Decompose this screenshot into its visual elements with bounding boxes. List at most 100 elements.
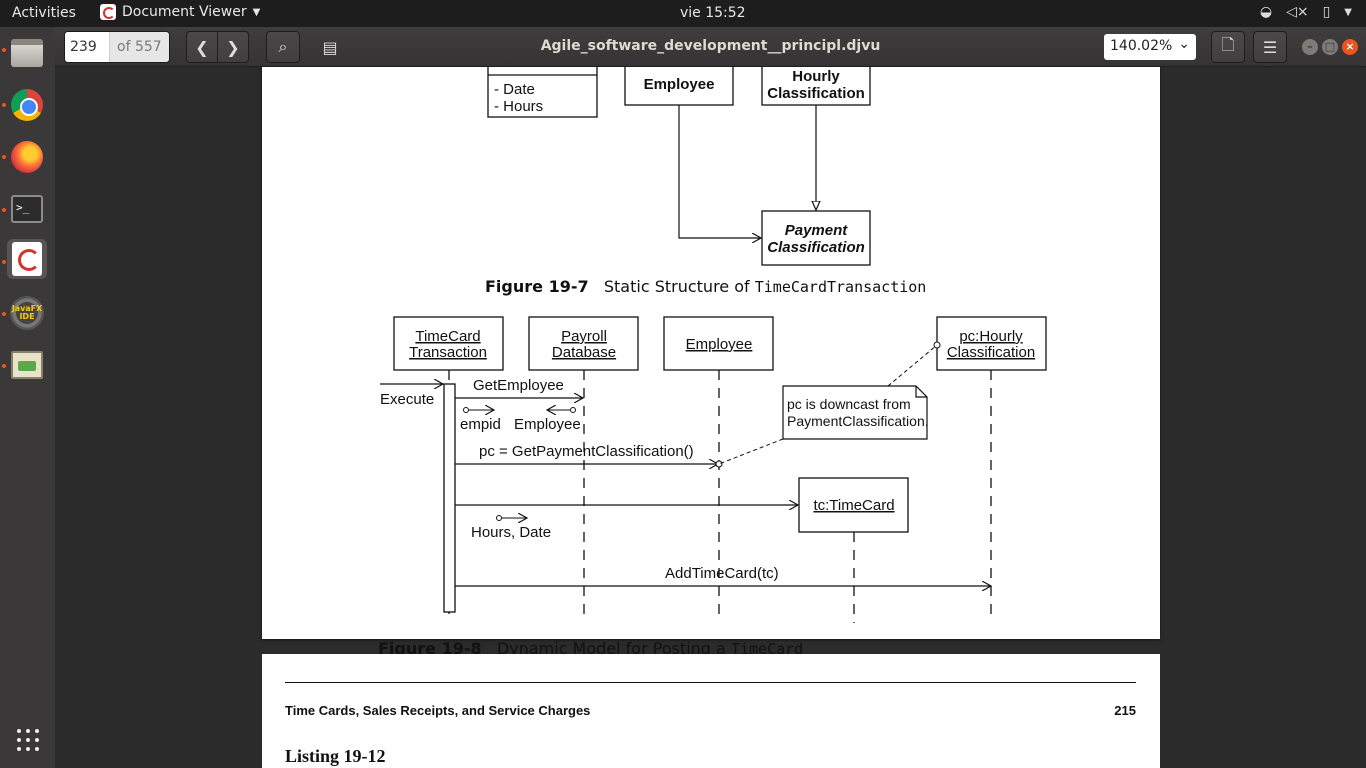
top-bar: Activities Document Viewer ▼ vie 15:52 ◒… [0,0,1366,27]
message-label-execute: Execute [380,391,434,408]
page-number-input[interactable] [65,32,109,62]
javafx-ide-icon: JavaFX IDE [10,296,44,330]
launcher-terminal[interactable]: >_ [7,189,47,229]
search-icon: ⌕ [278,37,288,56]
activities-button[interactable]: Activities [12,5,76,21]
document-edit-icon: 🗋 [1221,34,1235,54]
maximize-button[interactable]: □ [1322,39,1338,55]
chevron-down-icon: ▼ [252,6,261,18]
annotations-button[interactable]: 🗋 [1211,31,1245,63]
caption-code: TimeCard [730,640,804,658]
launcher-firefox[interactable] [7,137,47,177]
minimize-icon: – [1307,40,1313,53]
uml-class-payment-classification: Payment Classification [761,210,871,266]
system-menu-icon: ▼ [1344,7,1352,18]
lifeline-payroll-database: Payroll Database [528,316,639,619]
wifi-icon: ◒ [1259,4,1273,20]
lifeline-employee: Employee [663,316,774,619]
running-indicator [2,312,6,316]
caption-text: Static Structure of [603,277,755,296]
launcher-chrome[interactable] [7,85,47,125]
uml-class-employee: Employee [624,67,734,106]
caption-code: TimeCardTransaction [754,278,927,296]
document-page: - Date - Hours Employee Hourly Classific… [262,67,1160,658]
chevron-right-icon: ❯ [226,37,240,57]
message-label-get-pc: pc = GetPaymentClassification() [479,443,694,460]
class-attr-date: - Date [494,81,535,98]
class-name-payment-1: Payment [785,222,849,239]
running-indicator [2,103,6,107]
header-bar: of 557 ❮ ❯ ⌕ ▤ Agile_software_developmen… [55,27,1366,67]
class-attr-hours: - Hours [494,98,543,115]
close-icon: × [1345,40,1355,53]
param-label-hours-date: Hours, Date [471,524,551,541]
class-name-hourly-1: Hourly [792,68,840,85]
lifeline-label: Payroll [561,328,607,345]
class-name-payment-2: Classification [767,239,865,256]
lifeline-hourly-classification: pc:Hourly Classification [936,316,1047,619]
files-icon [11,39,43,67]
uml-class-timecard: - Date - Hours [487,67,598,118]
firefox-icon [11,141,43,173]
system-tray[interactable]: ◒ ◁× ▯ ▼ [1260,4,1352,20]
page-number: 215 [1114,703,1136,718]
app-menu[interactable]: Document Viewer ▼ [100,4,260,20]
lifeline-label: Database [552,344,616,361]
lifeline-timecard: tc:TimeCard [798,477,909,623]
document-viewer-icon [100,4,116,20]
launcher: >_ JavaFX IDE [0,27,55,768]
sidebar-icon: ▤ [322,37,338,57]
caption-label: Figure 19-7 [485,277,589,296]
document-page: Time Cards, Sales Receipts, and Service … [262,654,1160,768]
document-viewer-icon [12,242,42,276]
lifeline-label: Employee [686,336,753,353]
chrome-icon [11,89,43,121]
minimize-button[interactable]: – [1302,39,1318,55]
running-indicator [2,48,6,52]
header-rule [285,682,1136,683]
figure-19-8: TimeCard Transaction Payroll Database Em… [380,316,1047,623]
note-line-1: pc is downcast from [787,396,911,412]
message-label-get-employee: GetEmployee [473,377,564,394]
page-selector: of 557 [64,31,170,63]
sidebar-toggle-button[interactable]: ▤ [313,31,347,63]
close-button[interactable]: × [1342,39,1358,55]
class-name-hourly-2: Classification [767,85,865,102]
show-apps-icon[interactable] [17,729,39,751]
figure-19-7: - Date - Hours Employee Hourly Classific… [487,67,871,266]
message-label-add-timecard: AddTimeCard(tc) [665,565,779,582]
class-name-employee: Employee [644,76,715,93]
uml-class-hourly-classification: Hourly Classification [761,67,871,106]
running-indicator [2,155,6,159]
launcher-javafx-ide[interactable]: JavaFX IDE [7,293,47,333]
previous-page-button[interactable]: ❮ [186,31,218,63]
lifeline-label: TimeCard [415,328,480,345]
caption-text: Dynamic Model for Posting a [496,639,731,658]
next-page-button[interactable]: ❯ [217,31,249,63]
page-total: of 557 [109,32,169,62]
lifeline-timecard-transaction: TimeCard Transaction [393,316,504,617]
clock[interactable]: vie 15:52 [680,5,746,21]
return-label-employee: Employee [514,416,581,433]
association-arrow [678,105,761,238]
chevron-left-icon: ❮ [195,37,209,57]
note-line-2: PaymentClassification. [787,413,929,429]
launcher-document-viewer[interactable] [7,239,47,279]
terminal-icon: >_ [11,195,43,223]
app-menu-label: Document Viewer [122,4,247,20]
launcher-files[interactable] [7,33,47,73]
listing-title: Listing 19-12 [285,746,386,766]
chevron-down-icon: ⌄ [1178,36,1190,52]
document-view[interactable]: - Date - Hours Employee Hourly Classific… [55,67,1366,768]
menu-button[interactable]: ☰ [1253,31,1287,63]
running-indicator [2,208,6,212]
figure-19-8-caption: Figure 19-8 Dynamic Model for Posting a … [378,639,803,658]
param-label-empid: empid [460,416,501,433]
launcher-image-viewer[interactable] [7,345,47,385]
page-figures: - Date - Hours Employee Hourly Classific… [380,67,1047,623]
maximize-icon: □ [1324,40,1336,53]
uml-note: pc is downcast from PaymentClassificatio… [718,341,941,465]
zoom-selector[interactable]: 140.02% ⌄ [1104,34,1196,60]
caption-label: Figure 19-8 [378,639,482,658]
search-button[interactable]: ⌕ [266,31,300,63]
